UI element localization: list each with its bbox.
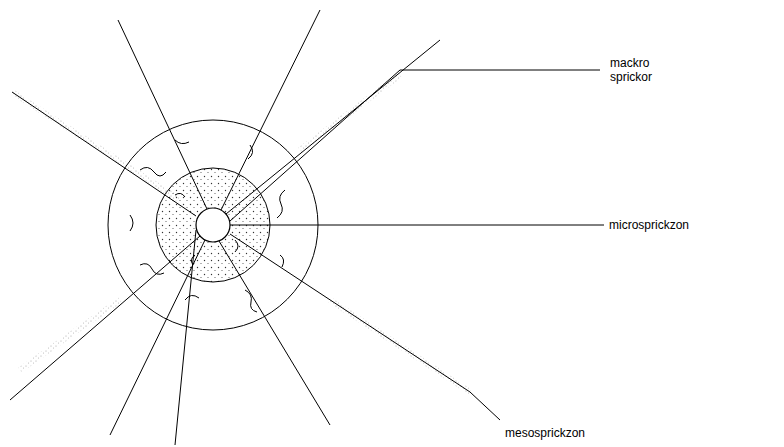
macro-crack-label: mackro sprickor — [610, 56, 670, 84]
micro-zone-label: microsprickzon — [609, 218, 729, 232]
borehole — [196, 208, 230, 242]
meso-zone-label: mesosprickzon — [505, 426, 625, 440]
